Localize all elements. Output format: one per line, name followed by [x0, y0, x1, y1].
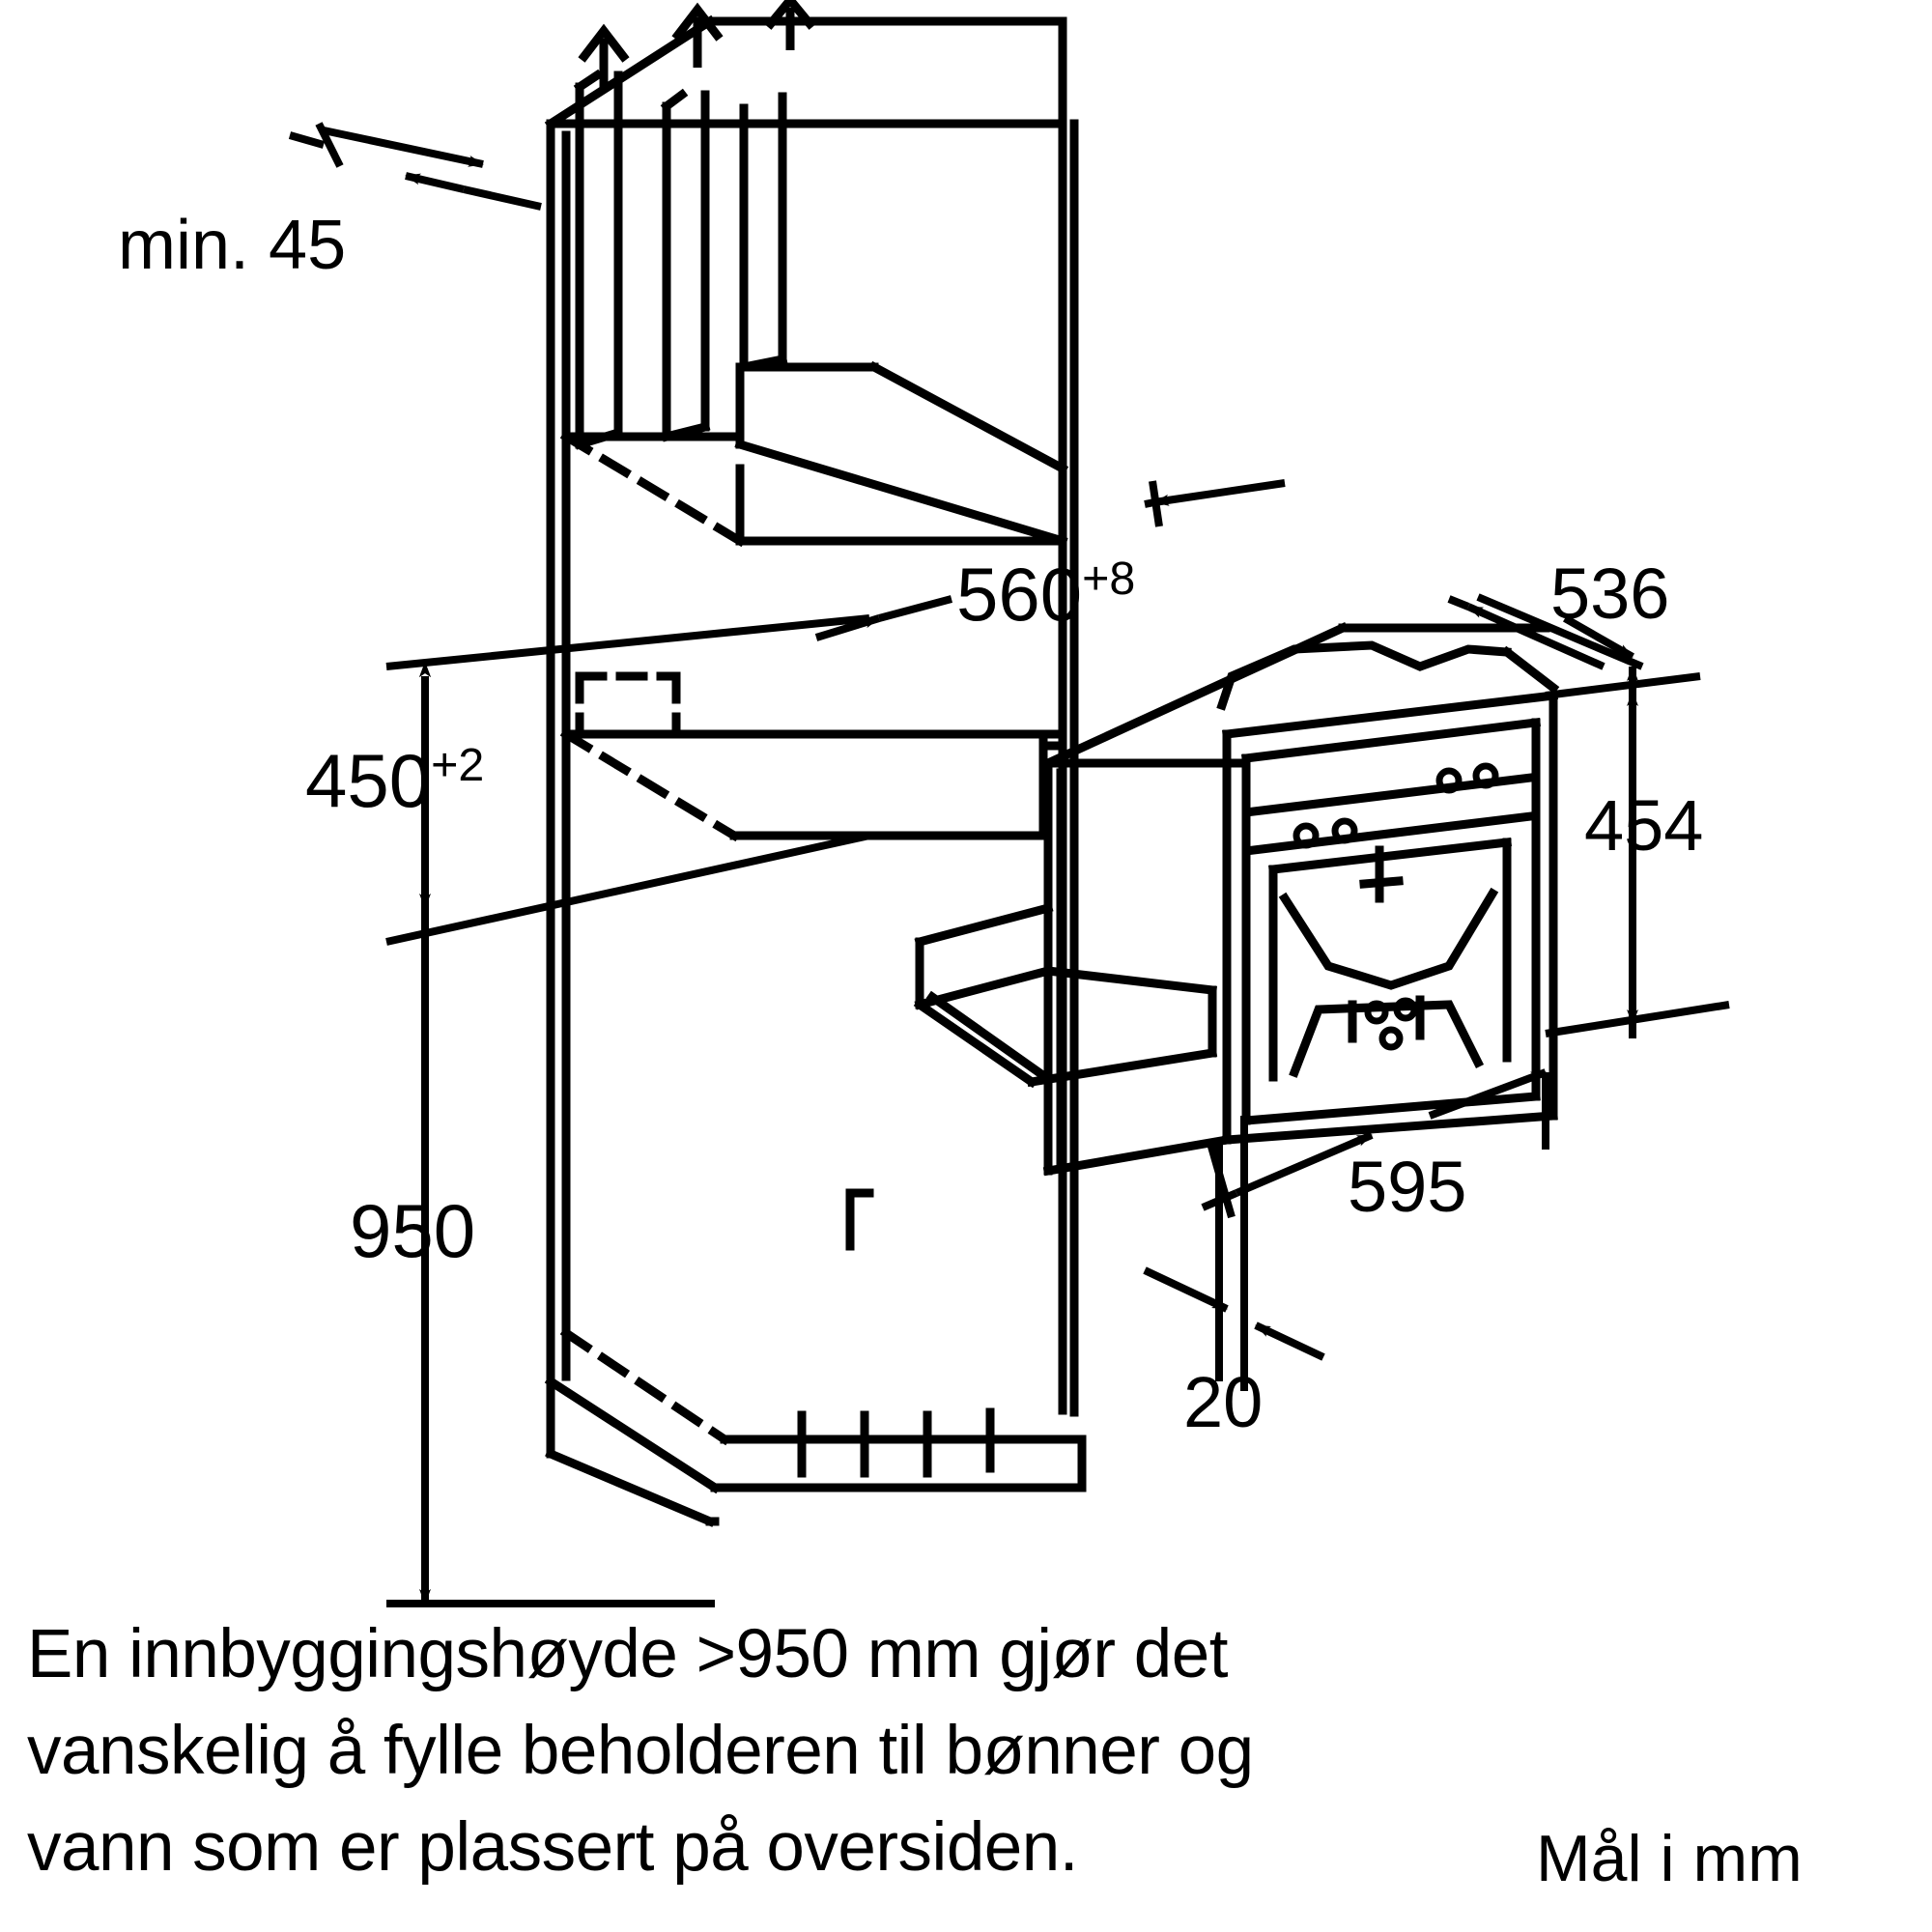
dimension-tolerance-560: +8: [1082, 553, 1136, 605]
dimension-min45-leaders: [288, 122, 542, 211]
dimension-value-950: 950: [350, 1188, 476, 1273]
caption-line-1: En innbyggingshøyde >950 mm gjør det: [27, 1616, 1228, 1692]
dimension-value-450: 450: [305, 738, 432, 823]
caption-block: En innbyggingshøyde >950 mm gjør det van…: [27, 1615, 1379, 1905]
dimension-label-536: 536: [1550, 558, 1669, 630]
coffee-machine-appliance: [913, 622, 1560, 1177]
dimension-value-560: 560: [956, 552, 1083, 637]
dimension-label-454: 454: [1584, 790, 1703, 862]
units-note: Mål i mm: [1536, 1822, 1803, 1895]
dimension-950-leaders: [386, 662, 715, 1607]
dimension-20-leaders: [1143, 1116, 1325, 1391]
airflow-arrows: [578, 0, 816, 92]
caption-line-3: vann som er plassert på oversiden.: [27, 1809, 1079, 1886]
dimension-595-leaders: [1201, 1068, 1549, 1219]
caption-line-2: vanskelig å fylle beholderen til bønner …: [27, 1713, 1254, 1789]
dimension-label-595: 595: [1348, 1151, 1466, 1223]
dimension-value-595: 595: [1348, 1147, 1467, 1227]
cabinet-niche-body: [544, 14, 1087, 1527]
dimension-tolerance-450: +2: [431, 739, 485, 791]
dimension-value-min45: min. 45: [118, 207, 347, 284]
dimension-label-950: 950: [350, 1193, 475, 1268]
dimension-value-20: 20: [1183, 1362, 1264, 1442]
dimension-label-min45: min. 45: [118, 211, 346, 280]
dimension-label-20: 20: [1183, 1367, 1263, 1438]
dimension-value-454: 454: [1584, 785, 1704, 866]
dimension-454-leaders: [1545, 672, 1730, 1038]
dimension-label-560: 560+8: [956, 555, 1135, 632]
dimension-value-536: 536: [1550, 554, 1670, 634]
control-panel-buttons: [1293, 762, 1499, 1051]
dimension-label-450: 450+2: [305, 742, 484, 818]
